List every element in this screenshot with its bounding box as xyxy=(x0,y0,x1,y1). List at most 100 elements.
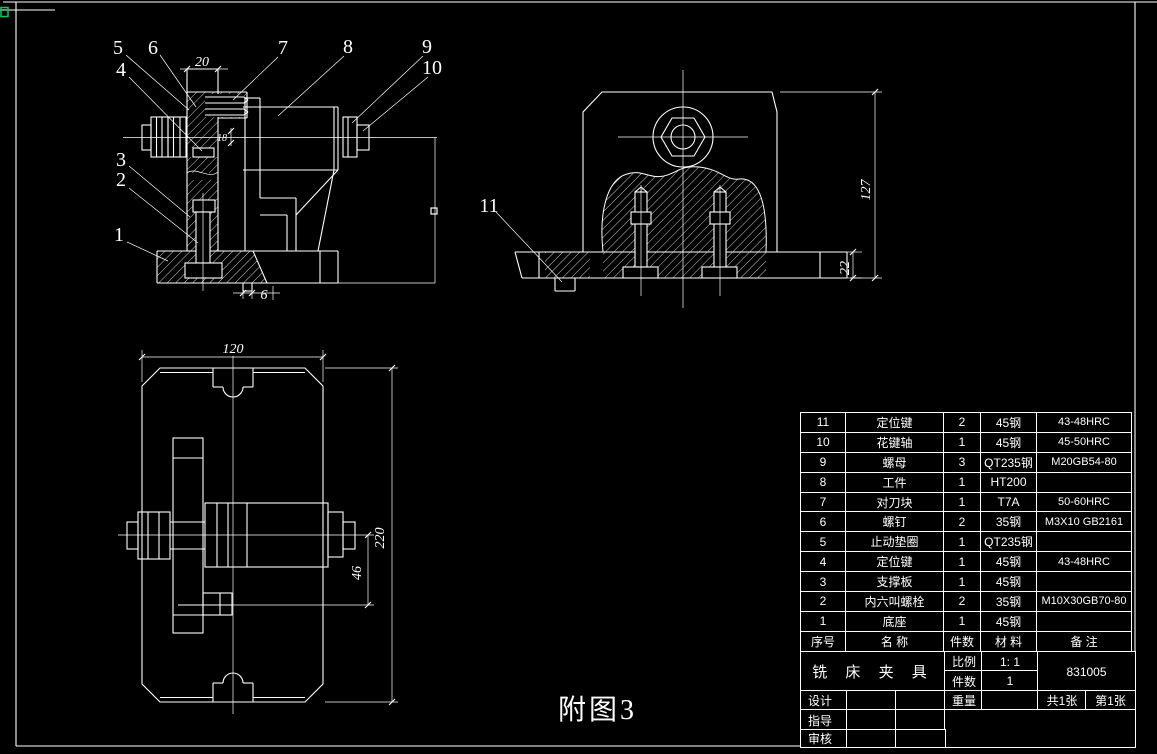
review-name-cell xyxy=(846,729,897,748)
callout-9: 9 xyxy=(422,36,432,58)
dim-220: 220 xyxy=(373,528,388,549)
scale-value: 1: 1 xyxy=(981,651,1039,672)
bom-cell: 5 xyxy=(801,532,846,553)
bom-cell: 1 xyxy=(944,552,981,573)
bom-cell: 45-50HRC xyxy=(1037,432,1132,453)
bom-cell xyxy=(1037,572,1132,593)
dim-18: 18 xyxy=(217,133,227,144)
dim-46: 46 xyxy=(350,566,365,580)
bom-header-remark: 备 注 xyxy=(1037,631,1132,652)
bom-cell: 8 xyxy=(801,472,846,493)
bom-cell: M3X10 GB2161 xyxy=(1037,512,1132,533)
bom-cell: 3 xyxy=(944,452,981,473)
bom-cell: 50-60HRC xyxy=(1037,492,1132,513)
bom-cell: 2 xyxy=(801,592,846,612)
bom-cell: 3 xyxy=(801,572,846,593)
bom-cell: 工件 xyxy=(846,472,944,493)
advisor-date-cell xyxy=(895,709,946,731)
weight-value-cell xyxy=(981,690,1039,711)
bom-cell: 花键轴 xyxy=(846,432,944,453)
bom-cell: 10 xyxy=(801,432,846,453)
notes-cell xyxy=(944,709,1136,748)
selection-grip-green[interactable] xyxy=(0,6,9,18)
bom-header-name: 名 称 xyxy=(846,631,944,652)
bom-cell: 1 xyxy=(944,572,981,593)
bom-cell: 11 xyxy=(801,413,846,433)
sheet-total: 共1张 xyxy=(1037,690,1087,711)
design-name-cell xyxy=(846,690,897,711)
bom-cell: 45钢 xyxy=(981,413,1037,433)
callout-11: 11 xyxy=(479,195,498,217)
bom-cell: 止动垫圈 xyxy=(846,532,944,553)
bom-cell: HT200 xyxy=(981,472,1037,493)
bom-cell: 螺钉 xyxy=(846,512,944,533)
bom-cell: 43-48HRC xyxy=(1037,413,1132,433)
bom-table: 11 定位键 2 45钢 43-48HRC 10 花键轴 1 45钢 45-50… xyxy=(800,412,1132,652)
callout-8: 8 xyxy=(343,36,353,58)
callout-1: 1 xyxy=(114,224,124,246)
plan-view xyxy=(118,350,398,714)
side-view xyxy=(495,70,882,308)
dim-120: 120 xyxy=(223,342,244,357)
design-date-cell xyxy=(895,690,946,711)
sheet-number: 第1张 xyxy=(1085,690,1136,711)
bom-cell: 2 xyxy=(944,512,981,533)
bom-cell: 对刀块 xyxy=(846,492,944,513)
bom-cell: 定位键 xyxy=(846,413,944,433)
bom-cell: 螺母 xyxy=(846,452,944,473)
bom-header-material: 材 料 xyxy=(981,631,1037,652)
bom-cell: 45钢 xyxy=(981,432,1037,453)
bom-cell: 2 xyxy=(944,413,981,433)
bom-cell: M20GB54-80 xyxy=(1037,452,1132,473)
bom-cell: 45钢 xyxy=(981,552,1037,573)
dim-127: 127 xyxy=(859,179,874,201)
qty-label: 件数 xyxy=(944,670,983,692)
bom-cell xyxy=(1037,532,1132,553)
bom-cell: 1 xyxy=(944,611,981,632)
bom-cell: 6 xyxy=(801,512,846,533)
bom-cell: 4 xyxy=(801,552,846,573)
bom-cell: 支撑板 xyxy=(846,572,944,593)
weight-label: 重量 xyxy=(944,690,983,711)
callout-3: 3 xyxy=(116,149,126,171)
annotations: 1 2 3 4 5 6 7 8 9 10 11 20 18 6 127 22 1… xyxy=(113,36,874,580)
bom-cell: 内六叫螺栓 xyxy=(846,592,944,612)
dim-6: 6 xyxy=(261,288,268,303)
bom-header-seq: 序号 xyxy=(801,631,846,652)
bom-cell: 1 xyxy=(944,492,981,513)
bom-cell: 35钢 xyxy=(981,592,1037,612)
advisor-label: 指导 xyxy=(800,709,848,731)
dim-22: 22 xyxy=(838,261,853,275)
advisor-name-cell xyxy=(846,709,897,731)
bom-header-qty: 件数 xyxy=(944,631,981,652)
bom-cell xyxy=(1037,611,1132,632)
bom-cell: 1 xyxy=(944,472,981,493)
entity-grip[interactable] xyxy=(430,207,438,215)
bom-cell: QT235钢 xyxy=(981,532,1037,553)
bom-cell: 1 xyxy=(801,611,846,632)
callout-10: 10 xyxy=(422,57,442,79)
bom-cell: 45钢 xyxy=(981,572,1037,593)
callout-2: 2 xyxy=(116,169,126,191)
callout-7: 7 xyxy=(278,37,288,59)
bom-cell: 底座 xyxy=(846,611,944,632)
bom-cell: 定位键 xyxy=(846,552,944,573)
bom-cell: 35钢 xyxy=(981,512,1037,533)
title-block-product: 铣 床 夹 具 xyxy=(800,651,946,692)
review-date-cell xyxy=(895,729,946,748)
callout-5: 5 xyxy=(113,37,123,59)
bom-cell: 45钢 xyxy=(981,611,1037,632)
bom-cell: QT235钢 xyxy=(981,452,1037,473)
design-label: 设计 xyxy=(800,690,848,711)
review-label: 审核 xyxy=(800,729,848,748)
drawing-number: 831005 xyxy=(1037,651,1136,692)
bom-cell: 1 xyxy=(944,532,981,553)
front-view xyxy=(123,54,438,300)
bom-cell: 1 xyxy=(944,432,981,453)
scale-label: 比例 xyxy=(944,651,983,672)
bom-cell: 2 xyxy=(944,592,981,612)
bom-cell: M10X30GB70-80 xyxy=(1037,592,1132,612)
